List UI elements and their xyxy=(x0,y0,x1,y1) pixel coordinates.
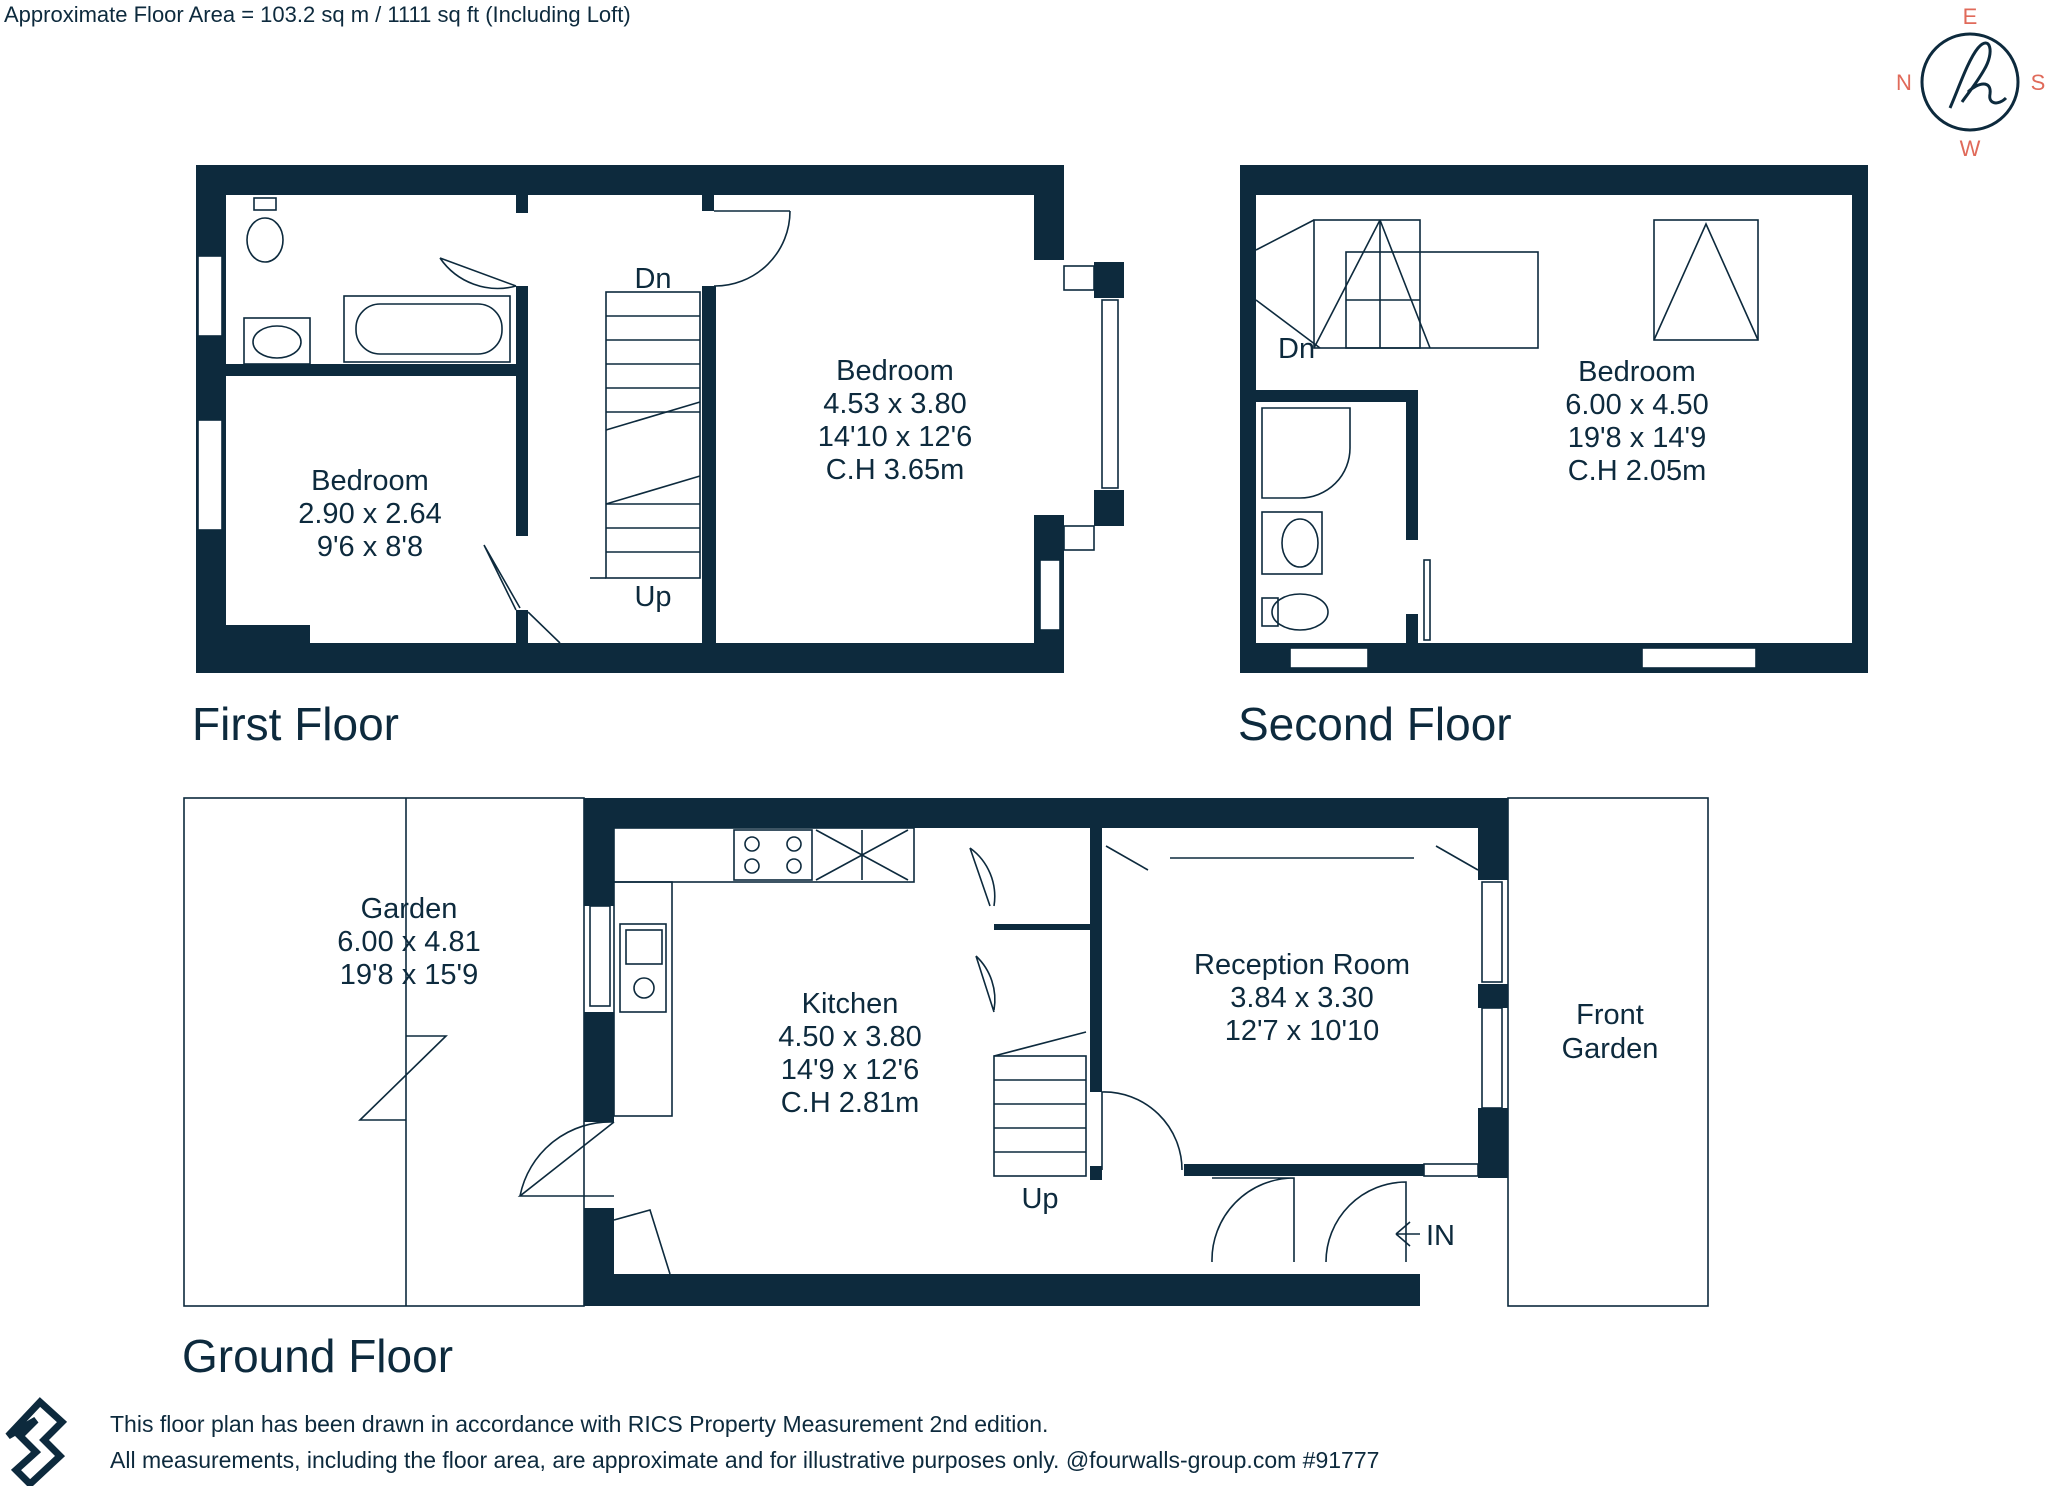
room-imperial: 14'10 x 12'6 xyxy=(818,421,973,453)
room-imperial: 9'6 x 8'8 xyxy=(317,531,423,563)
room-imperial: 12'7 x 10'10 xyxy=(1225,1015,1380,1047)
front-garden-line2: Garden xyxy=(1562,1033,1659,1065)
footer-line-1: This floor plan has been drawn in accord… xyxy=(110,1411,1048,1437)
room-name: Kitchen xyxy=(802,988,899,1020)
room-name: Reception Room xyxy=(1194,949,1410,981)
room-metric: 6.00 x 4.50 xyxy=(1565,389,1709,421)
compass-south: S xyxy=(2031,70,2046,95)
entrance-label: IN xyxy=(1426,1220,1455,1252)
room-name: Bedroom xyxy=(836,355,954,387)
compass-north: N xyxy=(1896,70,1912,95)
floor-title-first: First Floor xyxy=(192,698,399,750)
stairs-down-label: Dn xyxy=(1278,333,1315,365)
room-name: Bedroom xyxy=(1578,356,1696,388)
room-imperial: 19'8 x 15'9 xyxy=(340,959,478,991)
room-imperial: 19'8 x 14'9 xyxy=(1568,422,1706,454)
ground-floor-plan: Garden 6.00 x 4.81 19'8 x 15'9 Kitchen 4… xyxy=(182,797,1709,1382)
room-ceiling: C.H 2.81m xyxy=(781,1087,920,1119)
front-garden-line1: Front xyxy=(1576,999,1644,1031)
floor-area-text: Approximate Floor Area = 103.2 sq m / 11… xyxy=(4,2,631,27)
room-ceiling: C.H 2.05m xyxy=(1568,455,1707,487)
room-name: Bedroom xyxy=(311,465,429,497)
footer-line-2: All measurements, including the floor ar… xyxy=(110,1447,1379,1473)
floor-title-second: Second Floor xyxy=(1238,698,1512,750)
room-metric: 4.50 x 3.80 xyxy=(778,1021,922,1053)
room-imperial: 14'9 x 12'6 xyxy=(781,1054,919,1086)
room-metric: 6.00 x 4.81 xyxy=(337,926,481,958)
first-floor-plan: Dn Up Bedroom 4.53 x 3.80 14'10 x 12'6 C… xyxy=(192,165,1124,750)
compass-logo-icon: E N S W xyxy=(1896,4,2045,161)
stairs-up-label: Up xyxy=(634,581,671,613)
room-metric: 4.53 x 3.80 xyxy=(823,388,967,420)
compass-east: E xyxy=(1963,4,1978,29)
room-metric: 2.90 x 2.64 xyxy=(298,498,442,530)
stairs-up-label: Up xyxy=(1021,1183,1058,1215)
room-name: Garden xyxy=(361,893,458,925)
compass-west: W xyxy=(1960,136,1981,161)
fourwalls-logo-icon xyxy=(5,1397,68,1486)
room-ceiling: C.H 3.65m xyxy=(826,454,965,486)
floor-title-ground: Ground Floor xyxy=(182,1330,453,1382)
second-floor-plan: Dn Bedroom 6.00 x 4.50 19'8 x 14'9 C.H 2… xyxy=(1238,165,1868,750)
stairs-down-label: Dn xyxy=(634,263,671,295)
room-metric: 3.84 x 3.30 xyxy=(1230,982,1374,1014)
